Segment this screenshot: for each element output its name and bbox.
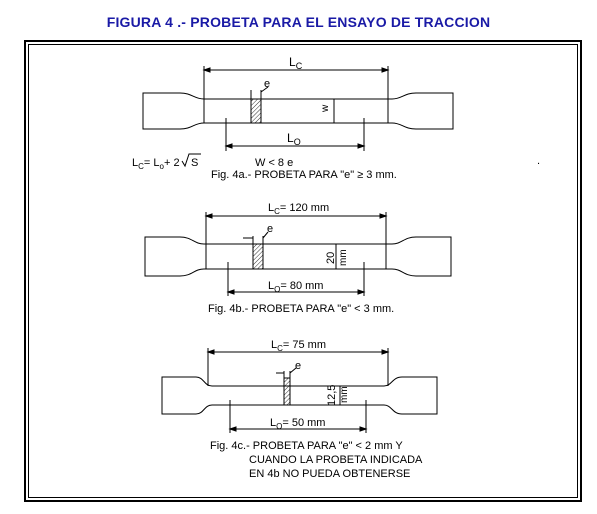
caption-4b: Fig. 4b.- PROBETA PARA "e" < 3 mm. — [208, 303, 394, 315]
specimen-4a-section-hatch — [250, 98, 262, 124]
sqrt-sign-4a — [181, 153, 201, 168]
lc-label-4b: LC= 120 mm — [268, 202, 329, 216]
specimen-4b-outline — [144, 236, 452, 277]
w-label-4a: w — [320, 104, 331, 113]
lo-label-4b: LO= 80 mm — [268, 280, 323, 294]
sqrt-arg-4a: S — [191, 157, 198, 169]
e-label-4c: e — [295, 360, 301, 372]
specimen-4a-outline — [142, 92, 454, 130]
w-unit-4b: mm — [338, 249, 349, 266]
w-value-4b: 20 — [325, 252, 337, 264]
lo-label-4c: LO= 50 mm — [270, 417, 325, 431]
stray-mark: . — [537, 155, 540, 167]
figure-title: FIGURA 4 .- PROBETA PARA EL ENSAYO DE TR… — [106, 14, 491, 30]
specimen-4a — [142, 66, 454, 151]
outer-frame — [24, 40, 582, 502]
formula-lc-4a: LC= Lo+ 2 — [132, 157, 180, 171]
caption-4c-line2: CUANDO LA PROBETA INDICADA — [249, 454, 423, 466]
specimen-4b — [144, 212, 452, 296]
specimen-4c — [161, 348, 438, 433]
specimen-4c-section-hatch — [283, 377, 291, 406]
caption-4c-line1: Fig. 4c.- PROBETA PARA "e" < 2 mm Y — [210, 440, 403, 452]
e-label-4b: e — [267, 223, 273, 235]
lo-label-4a: LO — [287, 131, 301, 147]
specimen-4b-section-hatch — [252, 243, 264, 270]
e-label-4a: e — [264, 78, 270, 90]
lc-label-4c: LC= 75 mm — [271, 339, 326, 353]
caption-4a: Fig. 4a.- PROBETA PARA "e" ≥ 3 mm. — [211, 169, 397, 181]
inner-frame — [28, 44, 578, 498]
caption-4c-line3: EN 4b NO PUEDA OBTENERSE — [249, 468, 410, 480]
specimen-4c-outline — [161, 376, 438, 415]
formula-w-4a: W < 8 e — [255, 157, 293, 169]
w-value-4c: 12,5 — [326, 385, 338, 406]
w-unit-4c: mm — [339, 386, 350, 403]
lc-label-4a: LC — [289, 55, 303, 71]
